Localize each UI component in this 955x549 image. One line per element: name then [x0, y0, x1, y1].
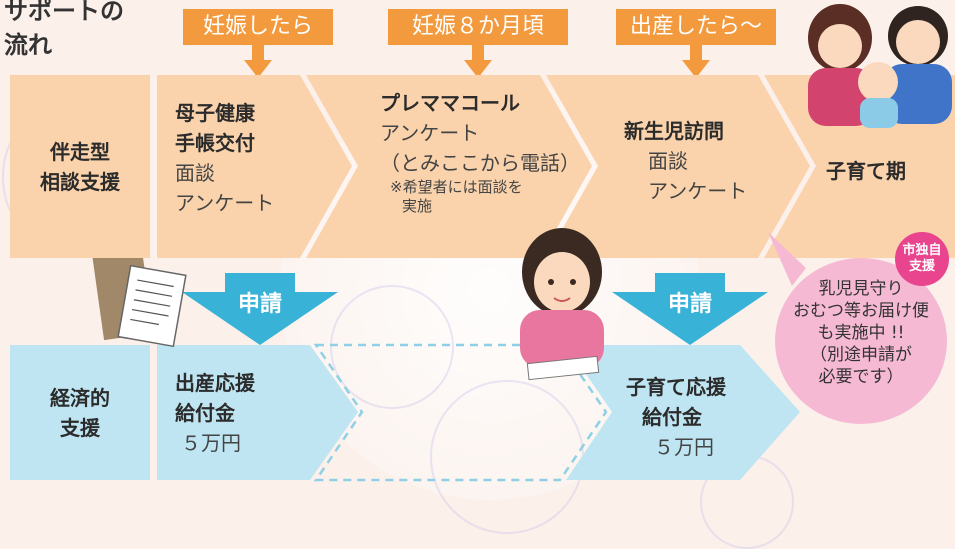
grant-title: 給付金 — [642, 405, 702, 429]
consult-chevron — [306, 75, 592, 258]
consult-chevron — [546, 75, 810, 258]
city-support-line: 必要です） — [818, 367, 904, 387]
finance-item-childcare-grant: 子育て応援 給付金 ５万円 — [626, 372, 726, 462]
consult-step-handbook: 母子健康 手帳交付 面談 アンケート — [175, 98, 274, 218]
consult-chevron — [157, 75, 352, 258]
step-title: プレママコール — [380, 91, 520, 115]
city-support-line: （別途申請が — [810, 345, 912, 365]
badge-line: 市独自 — [902, 243, 942, 258]
stage-arrow-icon — [682, 60, 710, 78]
consult-chevrons — [92, 4, 955, 482]
stage-tag-pregnancy: 妊娠したら — [183, 9, 333, 45]
stage-arrow-icon — [464, 60, 492, 78]
background-bubble — [330, 285, 454, 409]
city-support-line: も実施中 !! — [817, 323, 905, 343]
stage-stem — [690, 45, 702, 61]
page-title: サポートの 流れ — [4, 0, 124, 62]
stage-tag-8-months: 妊娠８か月頃 — [388, 9, 568, 45]
step-detail: アンケート — [648, 179, 748, 203]
consult-label-line1: 伴走型 — [50, 139, 110, 164]
page-title-line2: 流れ — [4, 31, 52, 59]
step-note: 実施 — [402, 197, 433, 215]
stage-stem — [252, 45, 264, 61]
apply-label: 申請 — [237, 292, 282, 317]
step-detail: アンケート — [175, 191, 275, 215]
finance-chevron — [157, 345, 358, 480]
step-detail: （とみここから電話） — [380, 151, 580, 175]
consult-step-child-rearing: 子育て期 — [826, 156, 906, 186]
step-detail: 面談 — [175, 161, 215, 185]
step-title: 手帳交付 — [175, 131, 255, 155]
city-support-line: 乳児見守り — [818, 279, 904, 299]
stage-tag-label: 出産したら～ — [629, 14, 762, 39]
page-title-line1: サポートの — [4, 0, 124, 25]
badge-line: 支援 — [908, 259, 935, 274]
step-title: 母子健康 — [175, 101, 255, 125]
city-support-line: おむつ等お届け便 — [793, 301, 929, 321]
step-note: ※希望者には面談を — [390, 178, 523, 196]
step-detail: アンケート — [380, 121, 480, 145]
city-support-text: 乳児見守り おむつ等お届け便 も実施中 !! （別途申請が 必要です） — [775, 278, 947, 388]
finance-item-birth-grant: 出産応援 給付金 ５万円 — [175, 368, 255, 458]
grant-title: 子育て応援 — [626, 375, 726, 399]
consult-step-premama-call: プレママコール アンケート （とみここから電話） ※希望者には面談を 実施 — [380, 88, 580, 216]
stage-tag-label: 妊娠８か月頃 — [411, 14, 544, 39]
grant-amount: ５万円 — [654, 435, 714, 459]
grant-amount: ５万円 — [181, 431, 241, 455]
grant-title: 出産応援 — [175, 371, 255, 395]
family-illustration — [808, 4, 952, 128]
consult-step-newborn-visit: 新生児訪問 面談 アンケート — [624, 116, 747, 206]
finance-row-label: 経済的 支援 — [10, 345, 150, 480]
apply-arrow-icon — [612, 273, 768, 345]
finance-chevron — [566, 345, 800, 480]
consult-label-line2: 相談支援 — [40, 169, 120, 194]
woman-writing-illustration — [520, 228, 604, 381]
step-detail: 面談 — [648, 149, 688, 173]
finance-label-line1: 経済的 — [50, 385, 110, 410]
stage-tag-after-birth: 出産したら～ — [616, 9, 776, 45]
finance-label-line2: 支援 — [60, 415, 100, 440]
stage-stem — [472, 45, 484, 61]
step-title: 子育て期 — [826, 159, 906, 183]
stage-arrow-icon — [244, 60, 272, 78]
apply-arrow-icon — [182, 273, 338, 345]
apply-label: 申請 — [667, 292, 712, 317]
bubble-tail — [768, 232, 806, 286]
city-original-badge: 市独自 支援 — [895, 232, 949, 286]
grant-title: 給付金 — [175, 401, 235, 425]
stage-tag-label: 妊娠したら — [202, 14, 313, 39]
step-title: 新生児訪問 — [624, 119, 724, 143]
consult-row-label: 伴走型 相談支援 — [10, 75, 150, 258]
